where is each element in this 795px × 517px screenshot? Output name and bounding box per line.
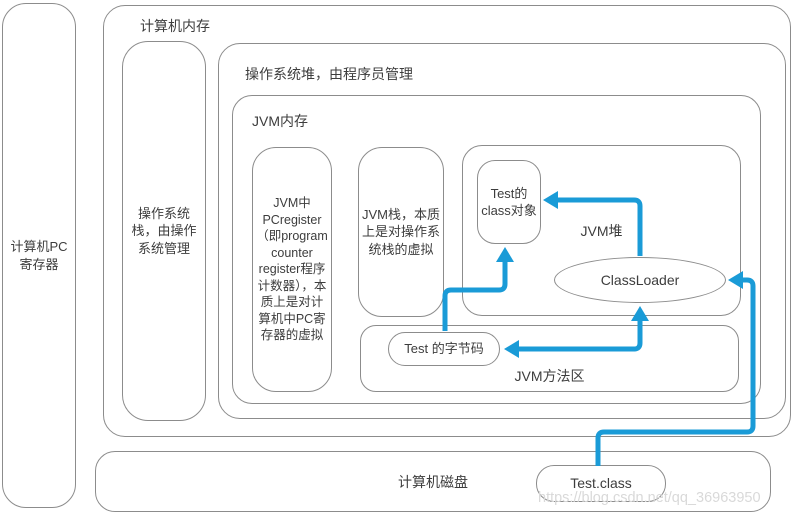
node-jvm-pc-register: JVM中PCregister（即program counter register…	[252, 147, 332, 392]
node-jvm-memory: JVM内存	[232, 95, 761, 404]
node-classloader: ClassLoader	[554, 257, 726, 303]
node-jvm-pc-register-label: JVM中PCregister（即program counter register…	[256, 196, 328, 343]
node-computer-disk-label: 计算机磁盘	[398, 473, 468, 490]
node-test-bytecode-label: Test 的字节码	[404, 341, 484, 357]
node-test-class-file-label: Test.class	[570, 475, 632, 492]
node-jvm-stack: JVM栈，本质上是对操作系统栈的虚拟	[358, 147, 444, 317]
node-classloader-label: ClassLoader	[600, 271, 680, 288]
node-computer-memory: 计算机内存	[103, 5, 791, 437]
csdn-watermark: https://blog.csdn.net/qq_36963950	[538, 490, 761, 506]
node-test-bytecode: Test 的字节码	[388, 332, 500, 366]
node-jvm-stack-label: JVM栈，本质上是对操作系统栈的虚拟	[362, 207, 441, 257]
node-os-heap-label: 操作系统堆，由程序员管理	[245, 66, 413, 82]
node-os-stack: 操作系统栈，由操作系统管理	[122, 41, 206, 421]
node-test-class-object: Test的class对象	[477, 160, 541, 244]
node-jvm-memory-label: JVM内存	[252, 113, 308, 129]
node-jvm-method-area-label: JVM方法区	[514, 367, 585, 384]
node-computer-pc-register: 计算机PC寄存器	[2, 3, 76, 508]
node-computer-pc-register-label: 计算机PC寄存器	[10, 239, 68, 272]
node-test-class-object-label: Test的class对象	[481, 185, 537, 218]
node-computer-memory-label: 计算机内存	[140, 18, 210, 34]
node-os-heap: 操作系统堆，由程序员管理	[218, 43, 786, 419]
node-computer-disk: 计算机磁盘	[95, 451, 771, 512]
node-os-stack-label: 操作系统栈，由操作系统管理	[131, 206, 197, 256]
